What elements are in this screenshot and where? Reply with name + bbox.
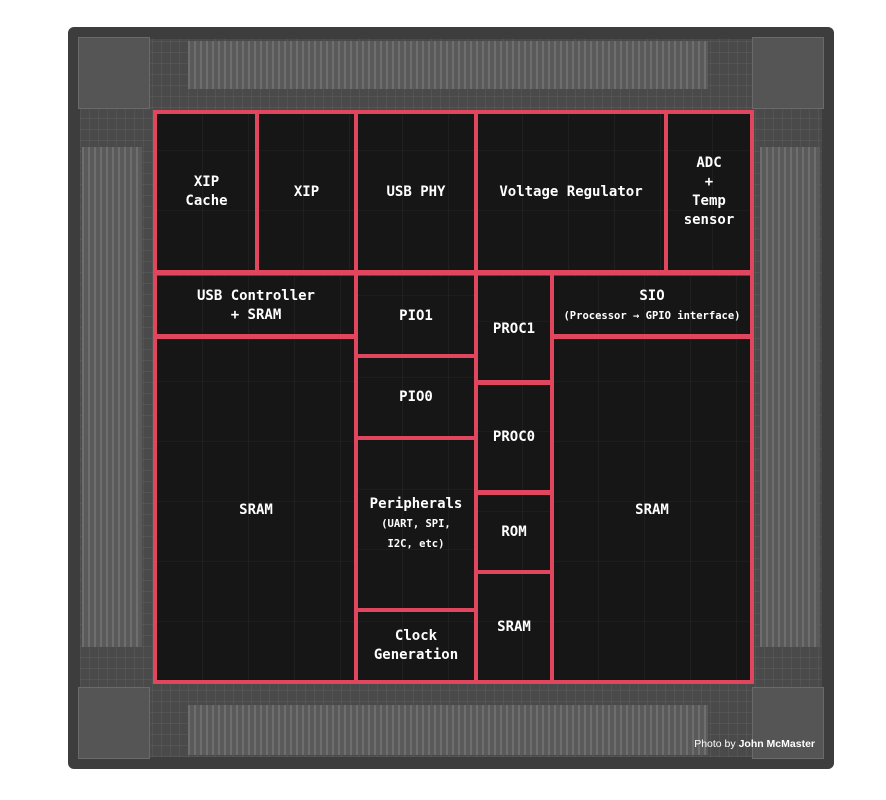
label-sram-small: SRAM [497,618,531,635]
block-peripherals: Peripherals (UART, SPI, I2C, etc) [356,438,476,610]
block-adc-temp: ADC + Temp sensor [666,113,752,271]
block-xip-cache: XIP Cache [156,113,257,271]
photo-credit: Photo by John McMaster [694,738,815,750]
block-pio0: PIO0 [356,356,476,438]
block-usb-controller: USB Controller + SRAM [156,276,356,336]
divider-xip-cache [255,110,259,274]
label-pio1: PIO1 [399,307,433,324]
block-sram-small: SRAM [476,572,552,682]
divider-proc0 [476,490,552,495]
label-adc-temp: ADC + Temp sensor [683,155,735,228]
corner-pad-bottom-left [78,687,150,759]
divider-col-a [354,110,358,684]
divider-rom [476,570,552,574]
divider-peripherals [356,608,476,612]
divider-pio0 [356,436,476,440]
divider-usb-controller [153,334,356,339]
credit-prefix: Photo by [694,738,736,750]
label-usb-controller: USB Controller + SRAM [196,288,315,323]
corner-pad-bottom-right [752,687,824,759]
io-ring-top [188,41,708,89]
label-xip-cache: XIP Cache [185,174,228,209]
outline-top [153,110,754,114]
io-ring-right [760,147,820,647]
label-sram-right: SRAM [635,501,669,518]
label-usb-phy: USB PHY [386,183,446,200]
divider-col-c [550,274,554,684]
label-rom: ROM [501,523,527,540]
divider-adc [664,110,668,274]
label-sram-left: SRAM [239,501,273,518]
label-sio-sub: (Processor → GPIO interface) [563,309,741,322]
label-proc1: PROC1 [492,320,536,337]
outline-right [750,110,754,684]
block-sram-left: SRAM [156,338,356,682]
block-pio1: PIO1 [356,276,476,356]
block-proc1: PROC1 [476,276,552,382]
io-ring-bottom [188,705,708,755]
block-sio: SIO (Processor → GPIO interface) [552,276,752,336]
label-voltage-regulator: Voltage Regulator [499,183,643,200]
divider-proc1 [476,380,552,385]
block-xip: XIP [257,113,356,271]
io-ring-left [82,147,142,647]
label-xip: XIP [293,183,320,200]
corner-pad-top-left [78,37,150,109]
divider-sio [552,334,754,339]
label-peripherals: Peripherals [369,495,463,512]
label-sio: SIO [639,287,665,304]
outline-bottom [153,680,754,684]
block-sram-right: SRAM [552,338,752,682]
divider-row-1 [153,270,754,275]
block-usb-phy: USB PHY [356,113,476,271]
credit-author: John McMaster [738,738,815,750]
block-proc0: PROC0 [476,382,552,492]
divider-col-b [474,110,478,684]
label-proc0: PROC0 [492,428,536,445]
block-voltage-regulator: Voltage Regulator [476,113,666,271]
outline-left [153,110,157,684]
corner-pad-top-right [752,37,824,109]
label-clock-generation: Clock Generation [373,628,459,663]
divider-pio1 [356,354,476,358]
block-rom: ROM [476,492,552,572]
label-pio0: PIO0 [399,388,433,405]
block-clock-generation: Clock Generation [356,610,476,682]
label-peripherals-sub: (UART, SPI, I2C, etc) [381,517,451,550]
